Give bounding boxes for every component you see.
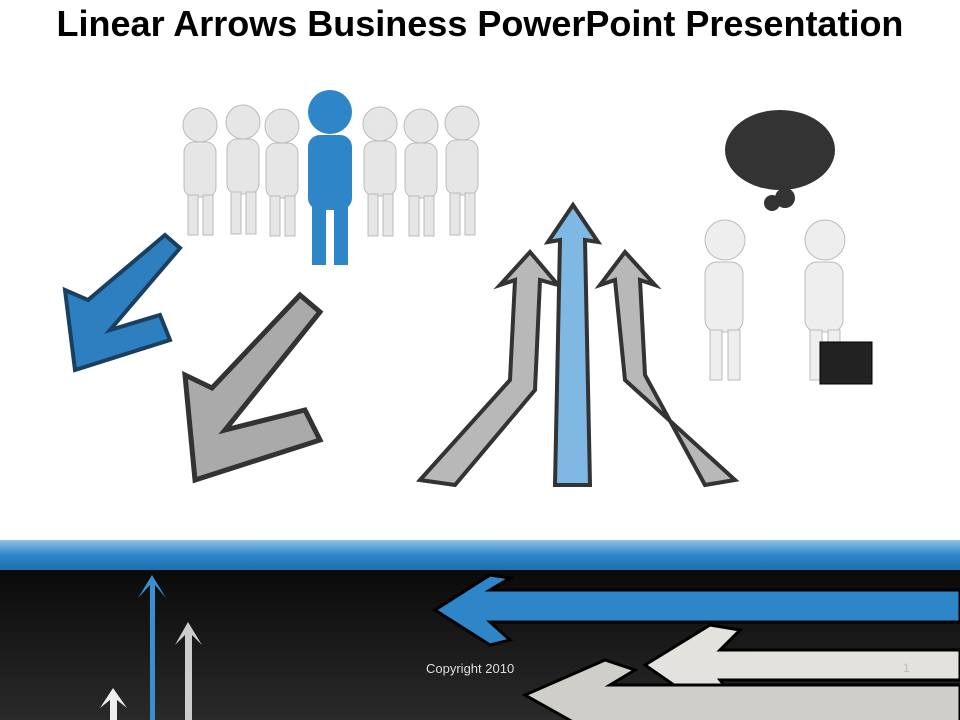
blue-check-arrow-graphic	[62, 232, 183, 373]
three-up-arrows-graphic	[416, 201, 740, 488]
slide-number: 1	[903, 661, 910, 675]
footer-arrows-graphic	[100, 573, 960, 720]
handshake-figures-graphic	[704, 219, 873, 385]
people-crowd-graphic	[182, 90, 480, 265]
blue-leader-figure	[308, 90, 352, 265]
slide-title: Linear Arrows Business PowerPoint Presen…	[56, 3, 904, 44]
thought-bubble-graphic	[725, 110, 835, 211]
briefcase-icon	[819, 341, 873, 385]
gray-check-arrow-graphic	[182, 291, 324, 484]
footer-blue-band	[0, 540, 960, 570]
footer-area	[0, 570, 960, 720]
footer-copyright: Copyright 2010	[426, 661, 515, 676]
slide-illustration	[62, 90, 873, 488]
